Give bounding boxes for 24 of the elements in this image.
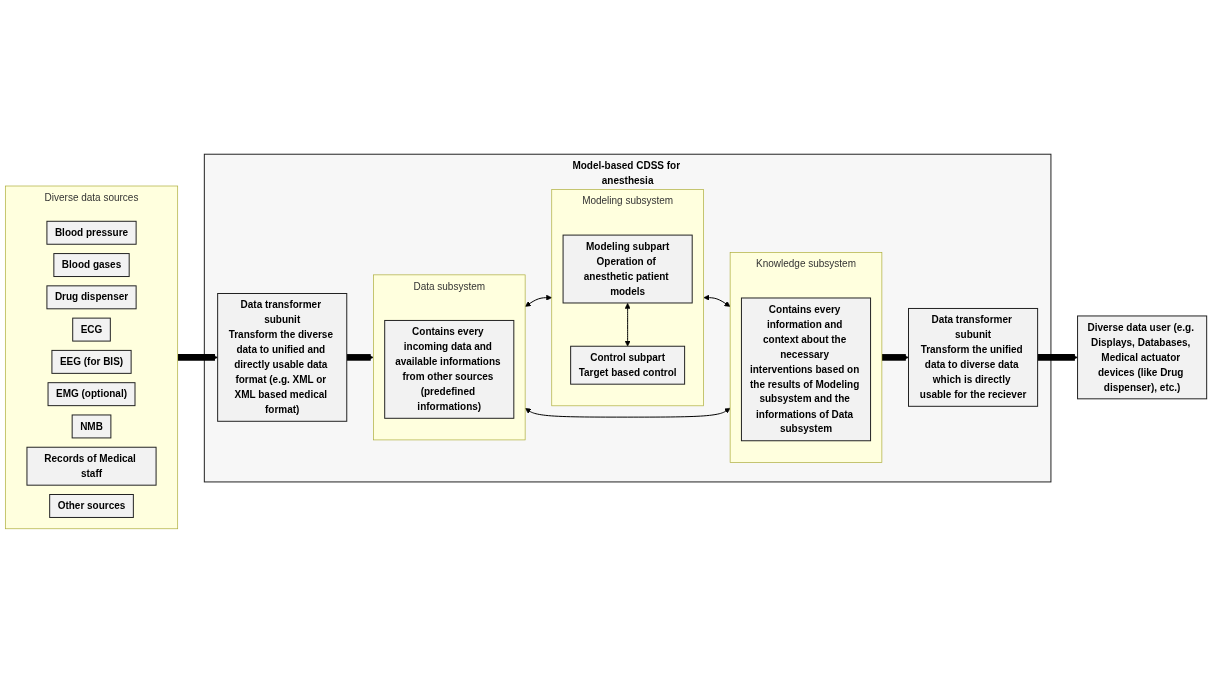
node-box: Blood pressure [46,220,137,245]
arrow [1036,354,1078,361]
node-box: NMB [71,414,112,439]
arrow [880,354,909,361]
node-box: Data transformer subunit Transform the unified data to diverse data which is directly usable for the reciever [908,307,1039,407]
arrow [703,294,731,307]
node-box: EEG (for BIS) [51,349,132,374]
node-box: Diverse data user (e.g. Displays, Databases, Medical actuator devices (like Drug dispenser), etc.) [1077,315,1208,400]
node-box: Modeling subpart Operation of anesthetic patient models [562,234,693,304]
node-box: Other sources [49,494,134,518]
arrow [525,407,731,418]
node-box: Drug dispenser [46,285,137,310]
node-box: Control subpart Target based control [570,345,686,385]
node-box: Data transformer subunit Transform the diverse data to unified and directly usable data format (e.g. XML or XML based medical format) [217,293,348,422]
node-box: Records of Medical staff [26,446,157,486]
arrow [525,294,552,307]
node-box: EMG (optional) [47,382,136,407]
arrow [624,303,631,347]
arrow [176,354,218,361]
node-box: Contains every incoming data and available informations from other sources (predefined informations) [384,319,515,419]
node-box: Contains every information and context about the necessary interventions based on the results of Modeling subsystem and the informations of Data subsystem [740,297,872,442]
arrow [345,354,374,361]
node-box: Blood gases [53,253,130,277]
node-box: ECG [72,317,111,342]
